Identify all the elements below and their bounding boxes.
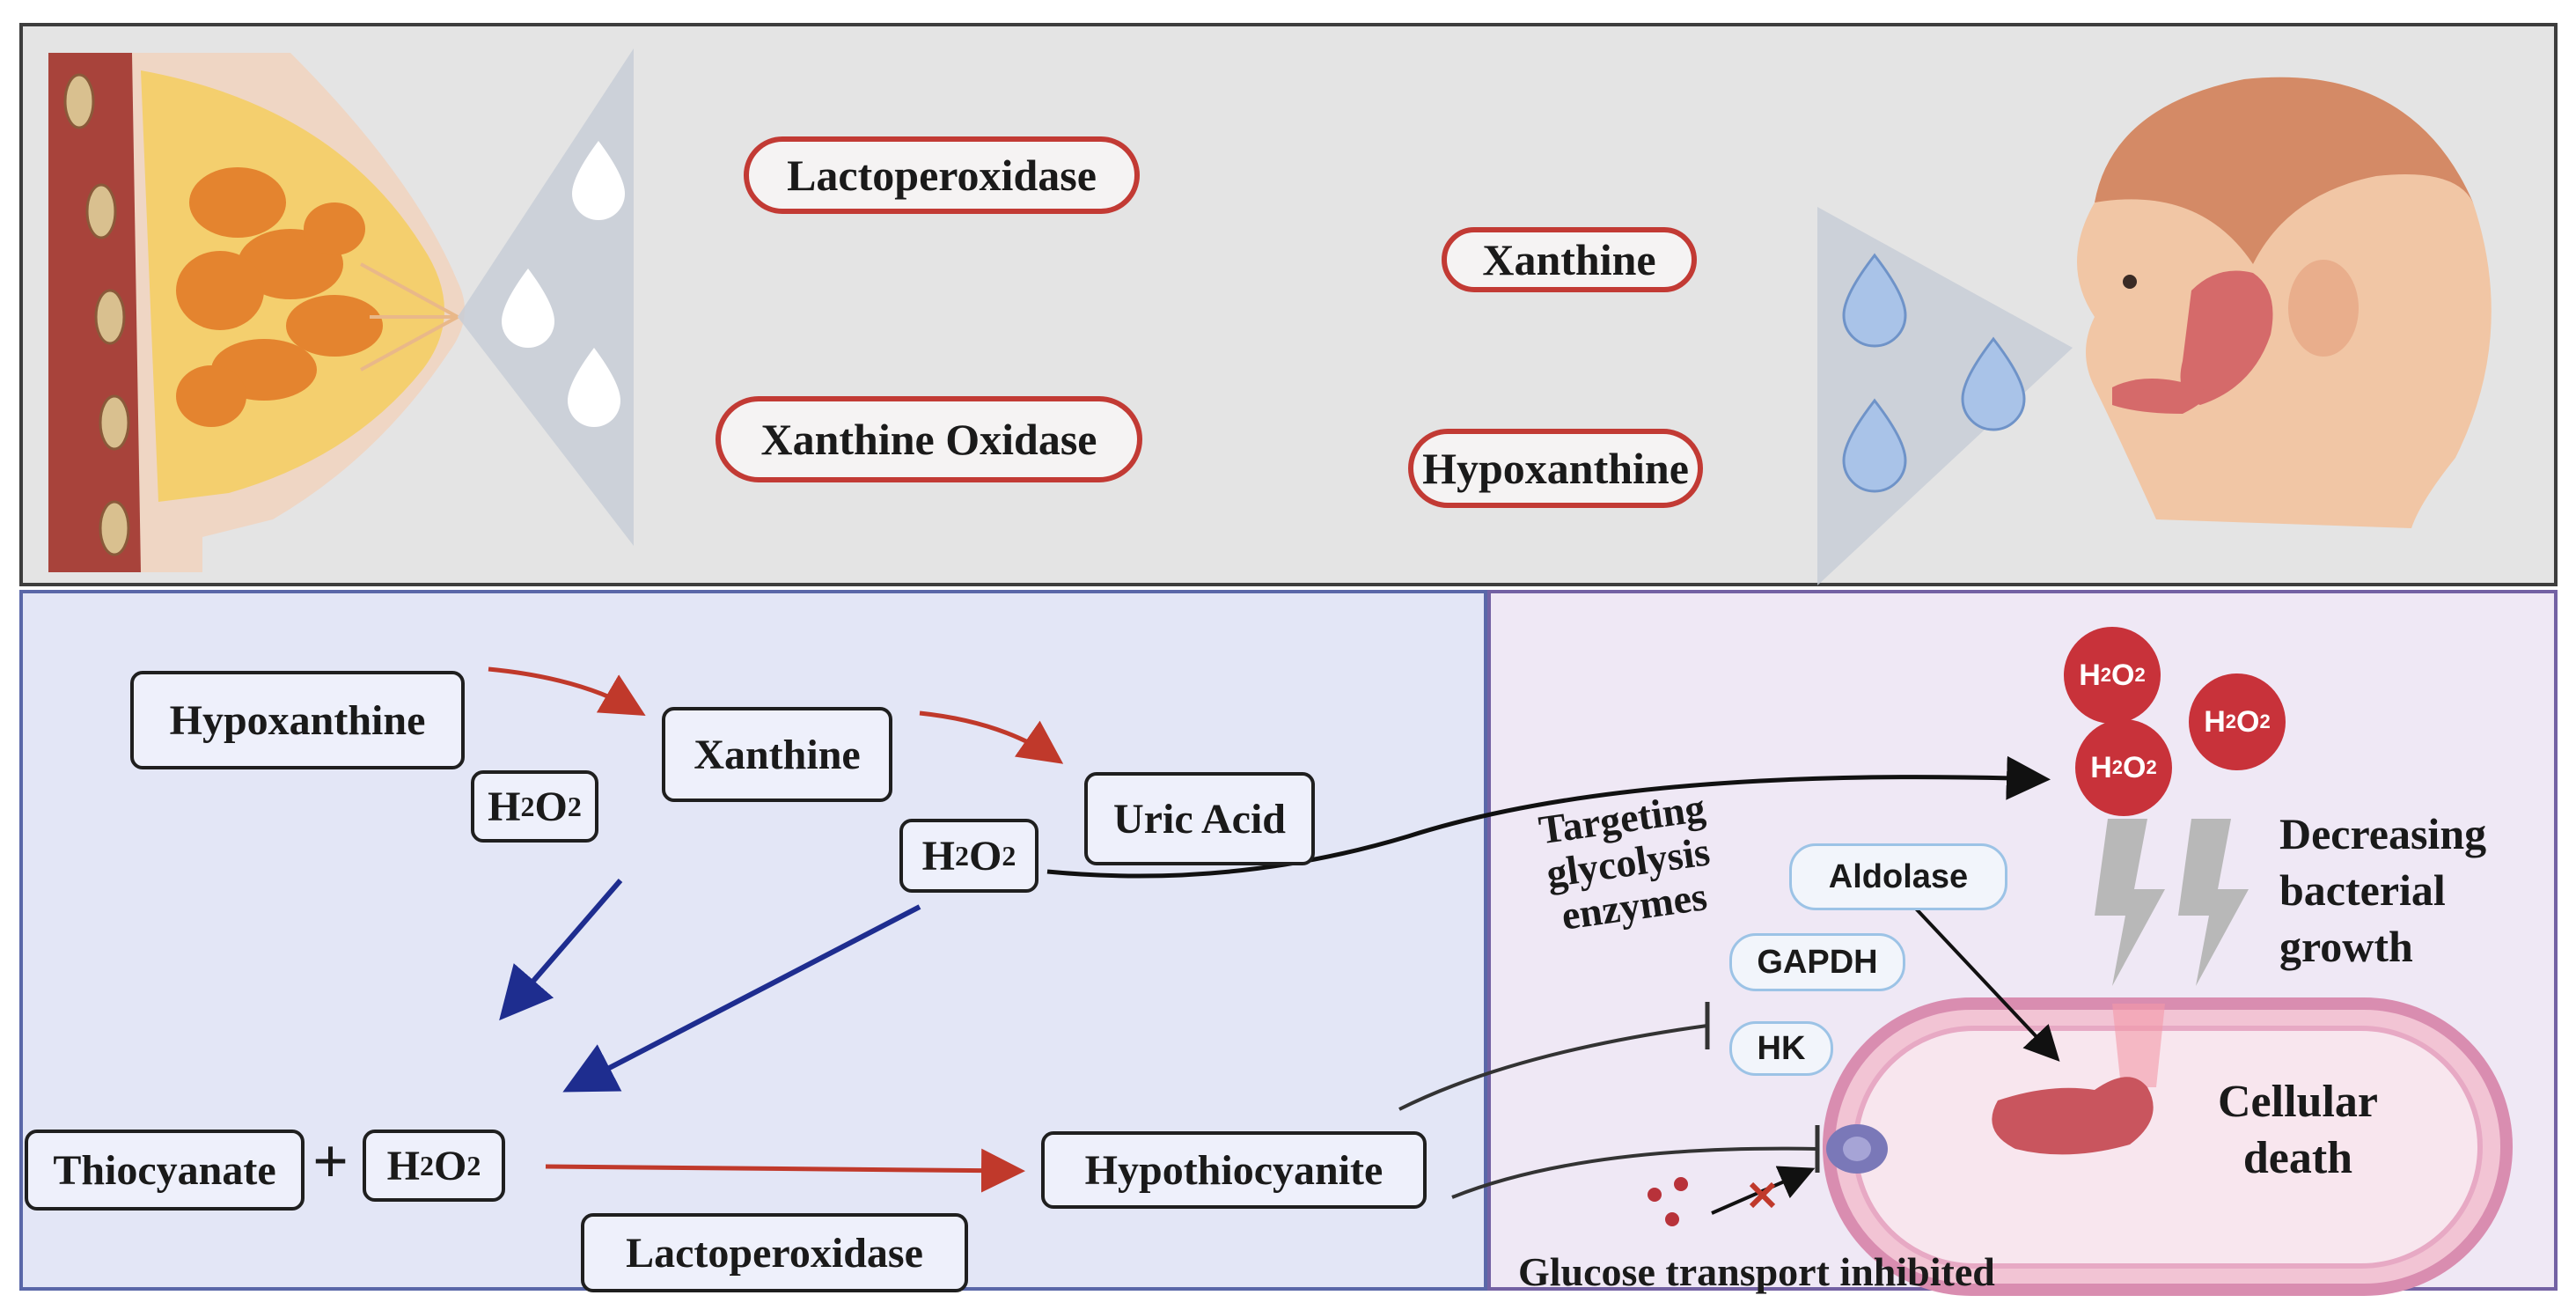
lightning-bolts <box>2095 819 2249 986</box>
h2o2-h: H <box>386 1142 420 1189</box>
arrow-h2o2-left-to-thiocyanate <box>499 879 623 1021</box>
decreasing-line1: Decreasing <box>2279 809 2487 858</box>
damage-glow <box>2112 1004 2165 1087</box>
h2o2-h: H <box>921 832 955 879</box>
milk-drops-blue <box>1842 253 2026 493</box>
hypoxanthine-pill: Hypoxanthine <box>1408 429 1703 508</box>
h2o2-sub1: 2 <box>520 790 535 822</box>
decreasing-growth-label: Decreasing bacterial growth <box>2279 806 2486 975</box>
arrow-h2o2-right-to-h2o2 <box>562 904 921 1093</box>
h2o2-o: O <box>534 783 568 830</box>
lactoperoxidase-pill: Lactoperoxidase <box>744 136 1140 214</box>
h2o2-o: O <box>434 1142 467 1189</box>
h2o2-sub2: 2 <box>2259 710 2271 732</box>
glucose-transport-label: Glucose transport inhibited <box>1518 1249 1995 1294</box>
hypoxanthine-box: Hypoxanthine <box>130 671 465 769</box>
breast-illustration <box>48 53 465 572</box>
h2o2-sub1: 2 <box>2225 710 2237 732</box>
glucose-dots <box>1648 1177 1688 1226</box>
h2o2-h: H <box>2090 750 2112 784</box>
cellular-death-label: Cellular death <box>2218 1074 2378 1187</box>
cellular-line2: death <box>2242 1133 2353 1183</box>
h2o2-sub1: 2 <box>2111 756 2124 778</box>
h2o2-o: O <box>2236 704 2260 739</box>
lactoperoxidase-box: Lactoperoxidase <box>581 1213 968 1292</box>
plus-sign: + <box>312 1126 349 1196</box>
baby-head <box>2077 77 2492 529</box>
inhibit-glycolysis <box>1398 1024 1708 1111</box>
decreasing-line3: growth <box>2279 922 2413 971</box>
h2o2-sub1: 2 <box>955 839 969 872</box>
decreasing-line2: bacterial <box>2279 865 2446 915</box>
hypothiocyanite-box: Hypothiocyanite <box>1041 1131 1427 1209</box>
h2o2-sub2: 2 <box>567 790 582 822</box>
h2o2-sub2: 2 <box>466 1149 481 1181</box>
cellular-line1: Cellular <box>2218 1077 2378 1127</box>
bacterium-cell <box>1823 997 2513 1296</box>
glucose-transporter <box>1826 1124 1888 1174</box>
aldolase-badge: Aldolase <box>1789 843 2007 910</box>
uric-acid-box: Uric Acid <box>1084 772 1315 865</box>
arrow-thiocyanate-to-hypothiocyanite <box>545 1148 1025 1193</box>
inhibit-transport <box>1451 1146 1818 1199</box>
h2o2-o: O <box>969 832 1002 879</box>
h2o2-h: H <box>2079 658 2101 692</box>
h2o2-sub2: 2 <box>2134 664 2146 686</box>
blocked-x-icon <box>1749 1181 1776 1209</box>
h2o2-h: H <box>2204 704 2226 739</box>
xanthine-oxidase-pill: Xanthine Oxidase <box>716 396 1142 482</box>
h2o2-sub2: 2 <box>1002 839 1016 872</box>
xanthine-pill: Xanthine <box>1442 227 1697 292</box>
arrow-hypoxanthine-to-xanthine <box>488 666 646 717</box>
h2o2-sub1: 2 <box>2100 664 2112 686</box>
damaged-protein <box>1992 1077 2154 1155</box>
h2o2-sub2: 2 <box>2146 756 2157 778</box>
milk-drops <box>502 141 625 427</box>
thiocyanate-box: Thiocyanate <box>25 1130 305 1211</box>
h2o2-o: O <box>2123 750 2147 784</box>
arrow-xanthine-to-uric-acid <box>919 710 1064 764</box>
arrow-aldolase-to-protein <box>1912 905 2060 1062</box>
arrow-h2o2-to-bacteria <box>1046 755 2051 879</box>
h2o2-o: O <box>2111 658 2135 692</box>
h2o2-h: H <box>488 783 521 830</box>
h2o2-sub1: 2 <box>420 1149 434 1181</box>
xanthine-box: Xanthine <box>662 707 892 802</box>
hk-badge: HK <box>1729 1021 1833 1076</box>
gapdh-badge: GAPDH <box>1729 933 1905 991</box>
